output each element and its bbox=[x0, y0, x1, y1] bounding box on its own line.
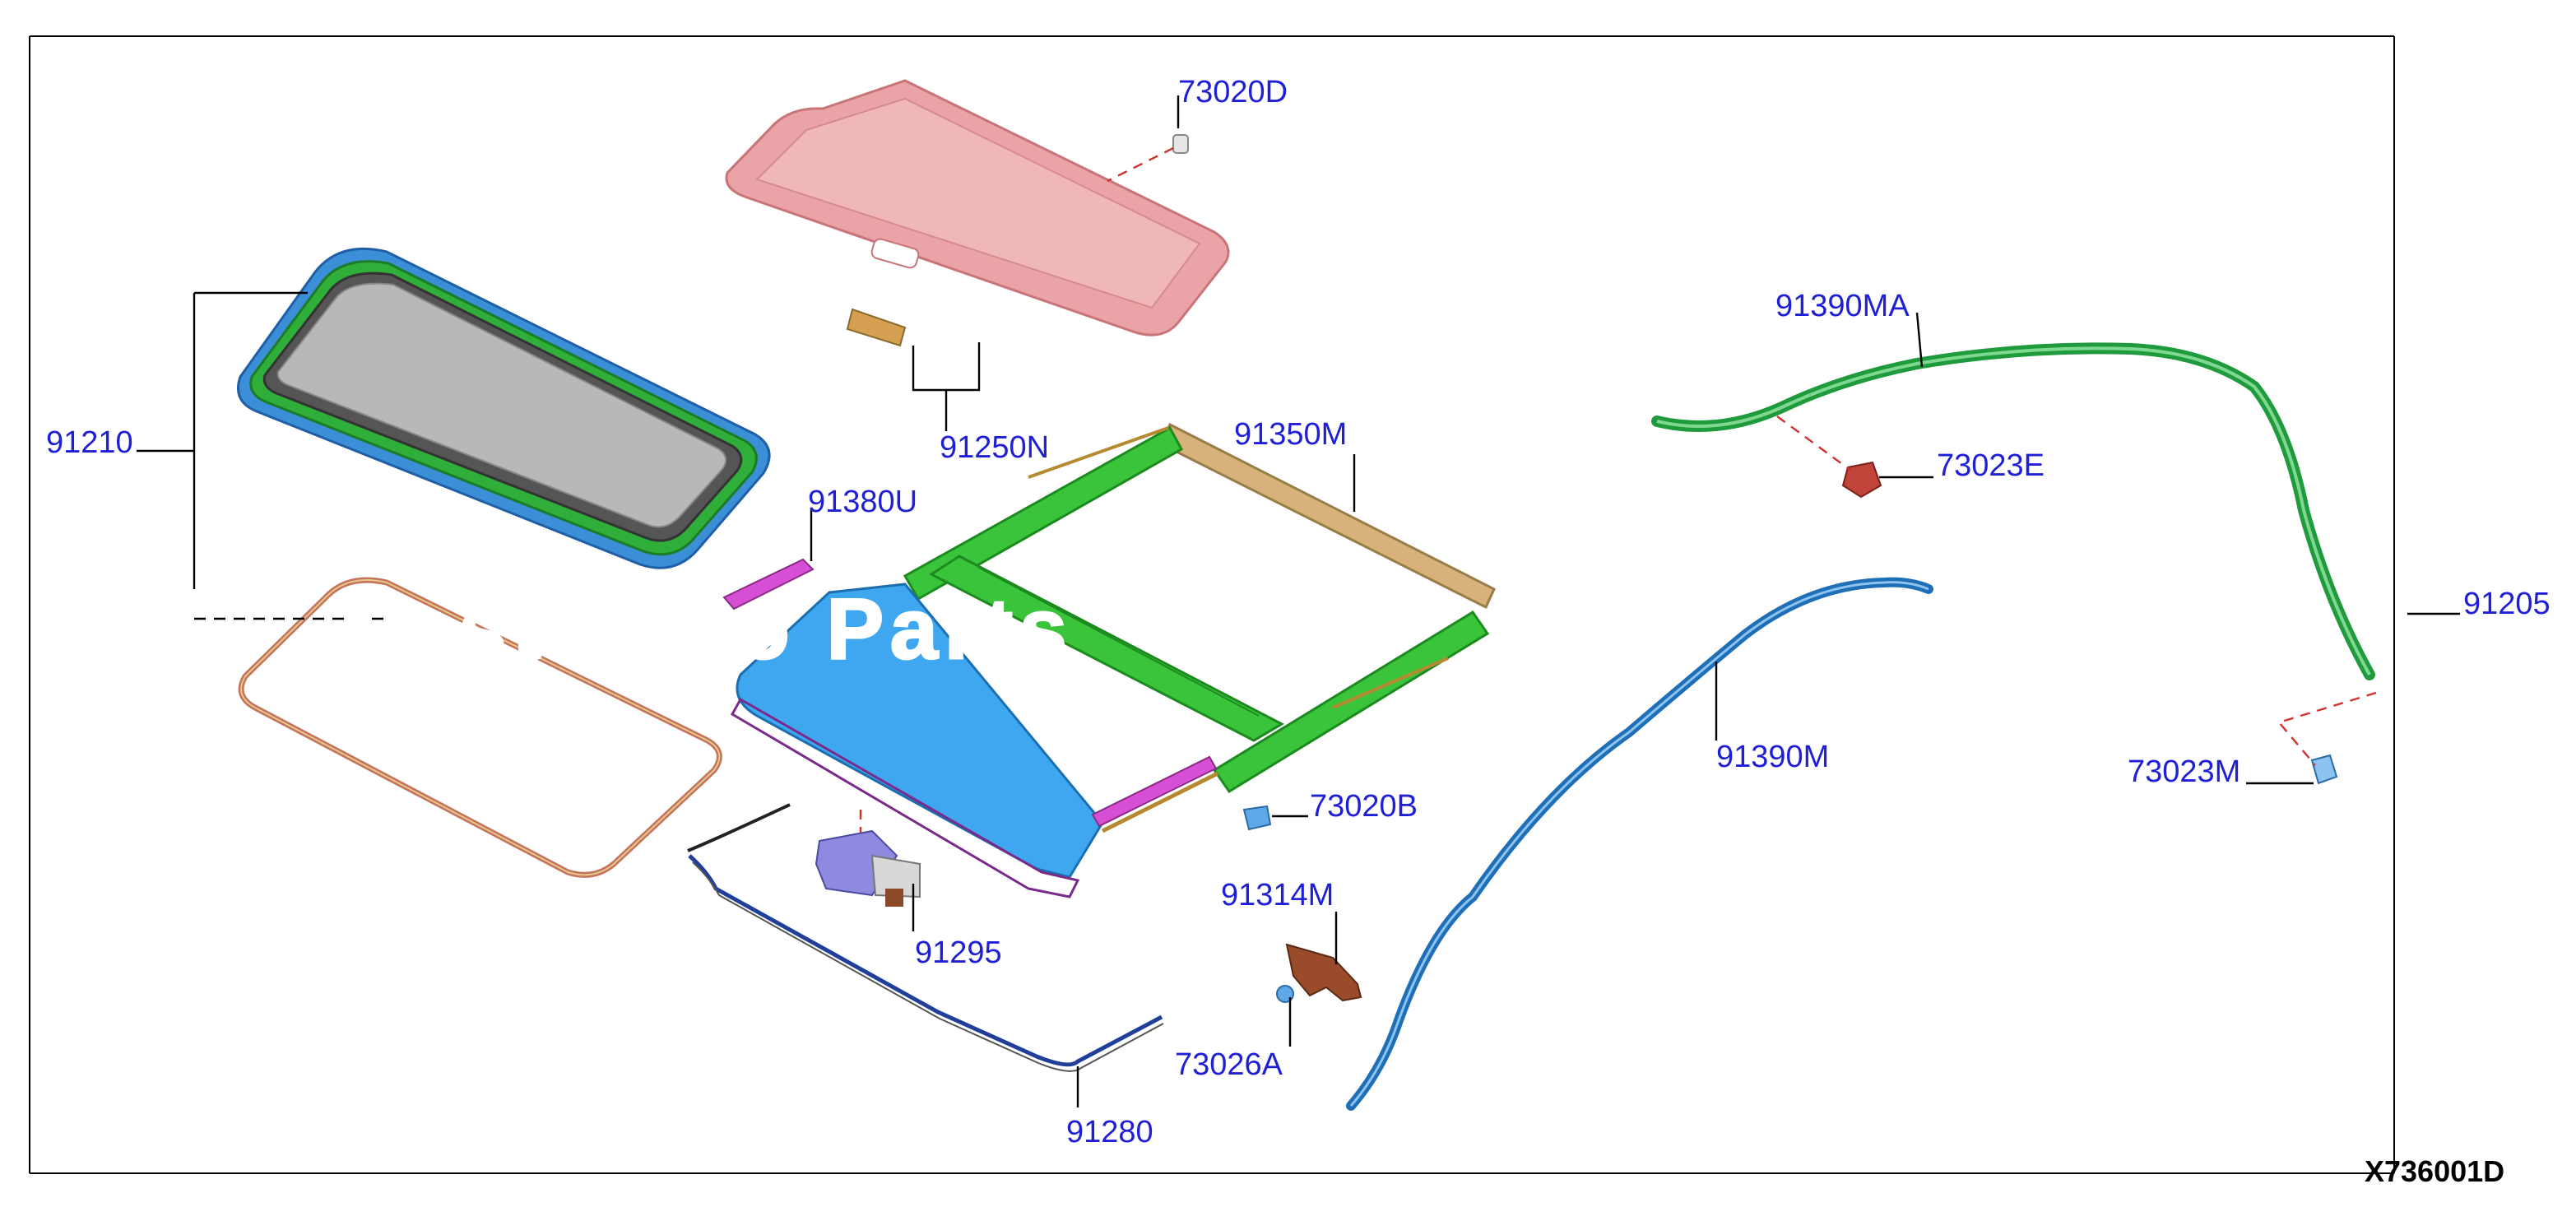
clip-icon bbox=[2310, 754, 2338, 785]
shade-handle-icon bbox=[846, 308, 907, 347]
callout-73020B[interactable]: 73020B bbox=[1310, 789, 1418, 824]
drain-hose-icon bbox=[687, 803, 1164, 1072]
clip-icon bbox=[1172, 134, 1189, 154]
callouts: 73020D 91210 91250N 91350M 91380U 91390M… bbox=[46, 75, 2550, 1149]
drain-hose-icon bbox=[1346, 577, 1933, 1111]
diagram-border bbox=[29, 35, 2395, 1174]
sunshade-icon bbox=[725, 79, 1230, 337]
callout-73026A[interactable]: 73026A bbox=[1175, 1047, 1283, 1082]
clip-icon bbox=[1841, 461, 1882, 499]
watermark: Fast Auto Parts bbox=[346, 582, 1074, 677]
callout-73023M[interactable]: 73023M bbox=[2128, 754, 2240, 789]
callout-91295[interactable]: 91295 bbox=[915, 935, 1002, 970]
callout-91350M[interactable]: 91350M bbox=[1234, 417, 1347, 452]
motor-icon bbox=[815, 829, 921, 907]
trim-strip-icon bbox=[722, 558, 1218, 828]
callout-91390MA[interactable]: 91390MA bbox=[1775, 289, 1910, 323]
callout-91390M[interactable]: 91390M bbox=[1716, 740, 1829, 774]
callout-91280[interactable]: 91280 bbox=[1066, 1115, 1153, 1149]
clip-icon bbox=[1242, 805, 1272, 831]
callout-91380U[interactable]: 91380U bbox=[808, 485, 917, 519]
callout-91250N[interactable]: 91250N bbox=[940, 430, 1049, 465]
sunroof-frame-icon bbox=[730, 422, 1496, 898]
diagram-code: X736001D bbox=[2365, 1154, 2504, 1188]
callout-73020D[interactable]: 73020D bbox=[1178, 75, 1288, 109]
glass-panel-icon bbox=[237, 247, 771, 569]
drain-hose-icon bbox=[1651, 342, 2375, 680]
callout-91210[interactable]: 91210 bbox=[46, 425, 133, 460]
bracket-icon bbox=[1285, 943, 1362, 1002]
callout-91314M[interactable]: 91314M bbox=[1221, 878, 1334, 912]
leader-lines bbox=[137, 95, 2460, 1107]
glass-seal-icon bbox=[238, 577, 722, 878]
callout-91205[interactable]: 91205 bbox=[2463, 587, 2550, 621]
callout-73023E[interactable]: 73023E bbox=[1937, 448, 2045, 483]
